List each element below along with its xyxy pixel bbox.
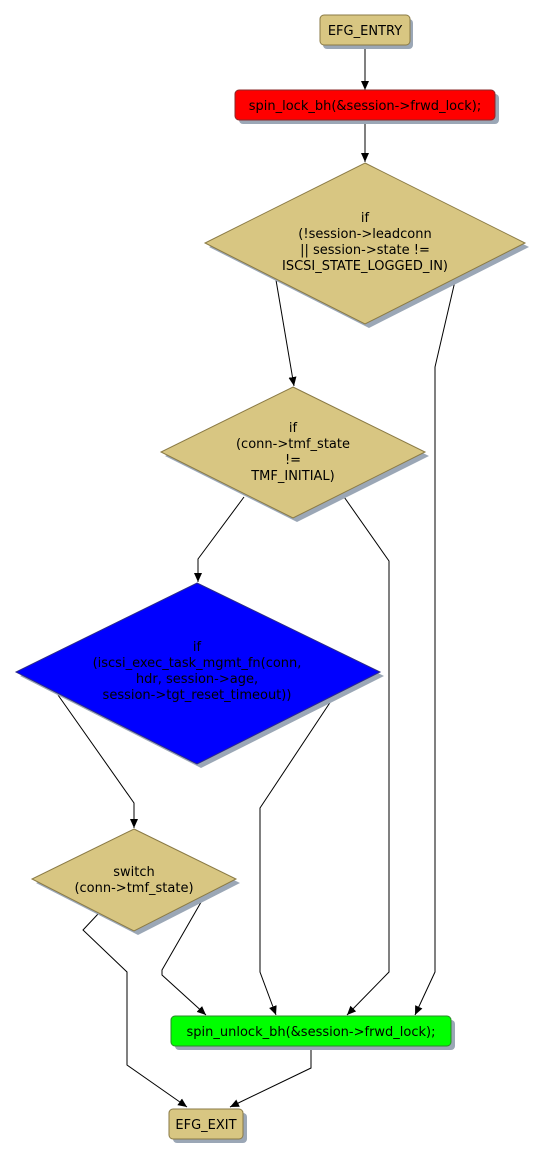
- cond-tmf-state-line-3: !=: [285, 453, 301, 468]
- edge-switch-case-to-exit: [82, 913, 188, 1108]
- cond-leadconn-line-1: if: [361, 211, 370, 226]
- edge-leadconn-false-to-tmf: [275, 279, 297, 387]
- edge-exec-true-to-unlock: [259, 694, 336, 1016]
- cond-tmf-state-line-2: (conn->tmf_state: [236, 437, 350, 452]
- cond-exec-task-node: if (iscsi_exec_task_mgmt_fn(conn, hdr, s…: [14, 582, 384, 768]
- cond-tmf-state-line-1: if: [289, 421, 298, 436]
- cond-exec-task-line-2: (iscsi_exec_task_mgmt_fn(conn,: [93, 656, 302, 671]
- edge-leadconn-true-to-unlock: [414, 280, 456, 1016]
- edge-switch-default-to-unlock: [161, 896, 207, 1016]
- edges: [57, 45, 456, 1108]
- lock-node: spin_lock_bh(&session->frwd_lock);: [234, 89, 499, 124]
- cond-leadconn-line-4: ISCSI_STATE_LOGGED_IN): [282, 259, 448, 274]
- cond-exec-task-line-3: hdr, session->age,: [136, 672, 258, 687]
- exit-label: EFG_EXIT: [175, 1118, 236, 1133]
- switch-tmf-line-1: switch: [113, 865, 155, 880]
- edge-exec-false-to-switch: [57, 694, 138, 828]
- cond-tmf-state-line-4: TMF_INITIAL): [250, 469, 335, 484]
- cond-leadconn-line-3: || session->state !=: [300, 243, 430, 258]
- switch-tmf-node: switch (conn->tmf_state): [30, 828, 240, 935]
- unlock-node: spin_unlock_bh(&session->frwd_lock);: [170, 1015, 455, 1050]
- switch-tmf-line-2: (conn->tmf_state): [74, 881, 193, 896]
- cond-exec-task-line-1: if: [193, 640, 202, 655]
- cond-tmf-state-node: if (conn->tmf_state != TMF_INITIAL): [159, 386, 429, 522]
- entry-label: EFG_ENTRY: [328, 24, 402, 39]
- edge-tmf-true-to-unlock: [341, 493, 390, 1016]
- exit-node: EFG_EXIT: [168, 1108, 247, 1143]
- edge-tmf-false-to-exec: [194, 496, 245, 582]
- cond-leadconn-node: if (!session->leadconn || session->state…: [203, 162, 529, 328]
- cond-exec-task-line-4: session->tgt_reset_timeout)): [103, 688, 292, 703]
- edge-unlock-to-exit: [229, 1045, 312, 1108]
- cond-leadconn-line-2: (!session->leadconn: [298, 227, 431, 242]
- lock-label: spin_lock_bh(&session->frwd_lock);: [249, 99, 482, 114]
- unlock-label: spin_unlock_bh(&session->frwd_lock);: [187, 1025, 436, 1040]
- entry-node: EFG_ENTRY: [319, 14, 413, 49]
